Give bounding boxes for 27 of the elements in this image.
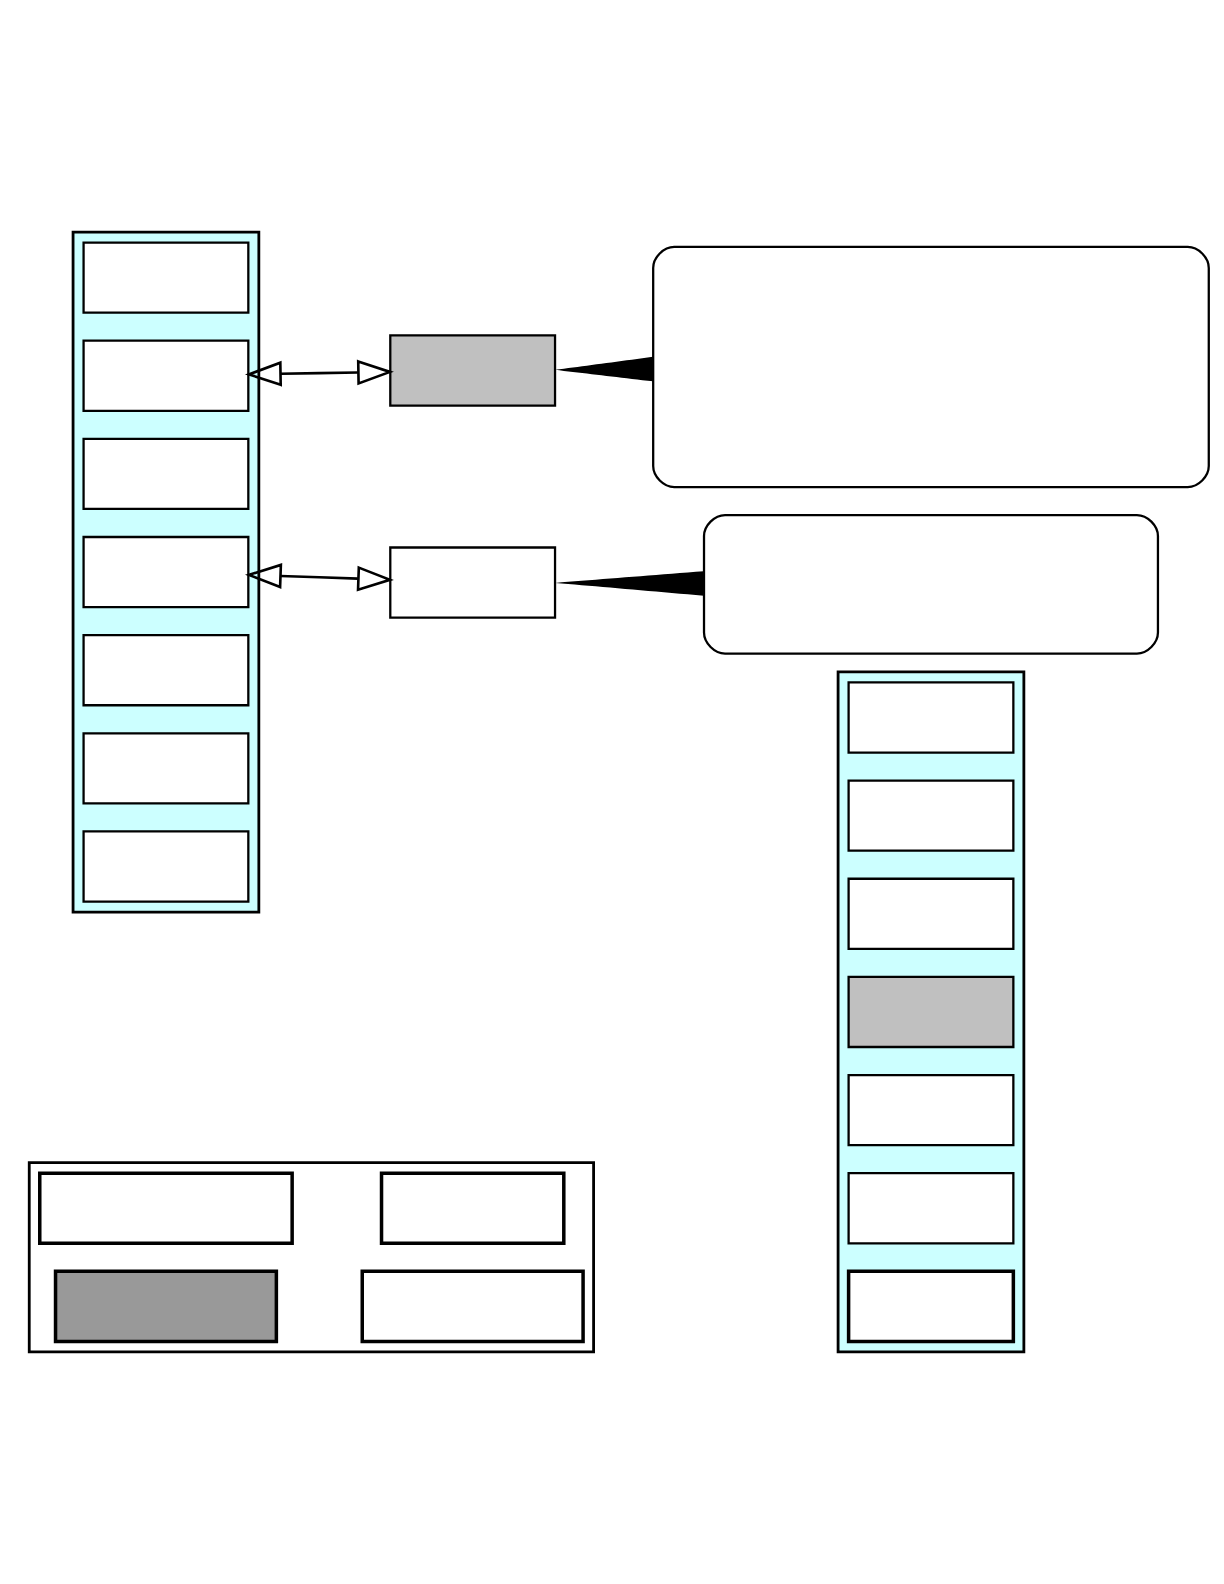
node-box xyxy=(379,1171,566,1246)
arrow xyxy=(245,359,394,387)
cluster xyxy=(27,1161,595,1354)
node-box xyxy=(38,1171,294,1246)
node-box xyxy=(847,877,1015,950)
node-box xyxy=(82,830,250,903)
node-box xyxy=(82,634,250,707)
node-box xyxy=(389,334,557,407)
node-box xyxy=(389,546,557,619)
node-box xyxy=(847,779,1015,852)
node-box xyxy=(847,681,1015,754)
node-box xyxy=(82,339,250,412)
node-callout xyxy=(652,245,1210,489)
connector xyxy=(555,356,654,382)
cluster xyxy=(836,670,1026,1354)
node-box xyxy=(53,1269,279,1344)
node-box xyxy=(82,437,250,511)
node-box xyxy=(82,241,250,314)
node-box xyxy=(82,535,250,609)
node-box xyxy=(847,1073,1015,1147)
node-box xyxy=(847,975,1015,1049)
node-box xyxy=(82,732,250,805)
node-box xyxy=(846,1269,1016,1344)
node-box xyxy=(360,1269,585,1344)
arrow xyxy=(245,563,394,592)
node-callout xyxy=(702,513,1160,655)
node-box xyxy=(847,1172,1015,1245)
